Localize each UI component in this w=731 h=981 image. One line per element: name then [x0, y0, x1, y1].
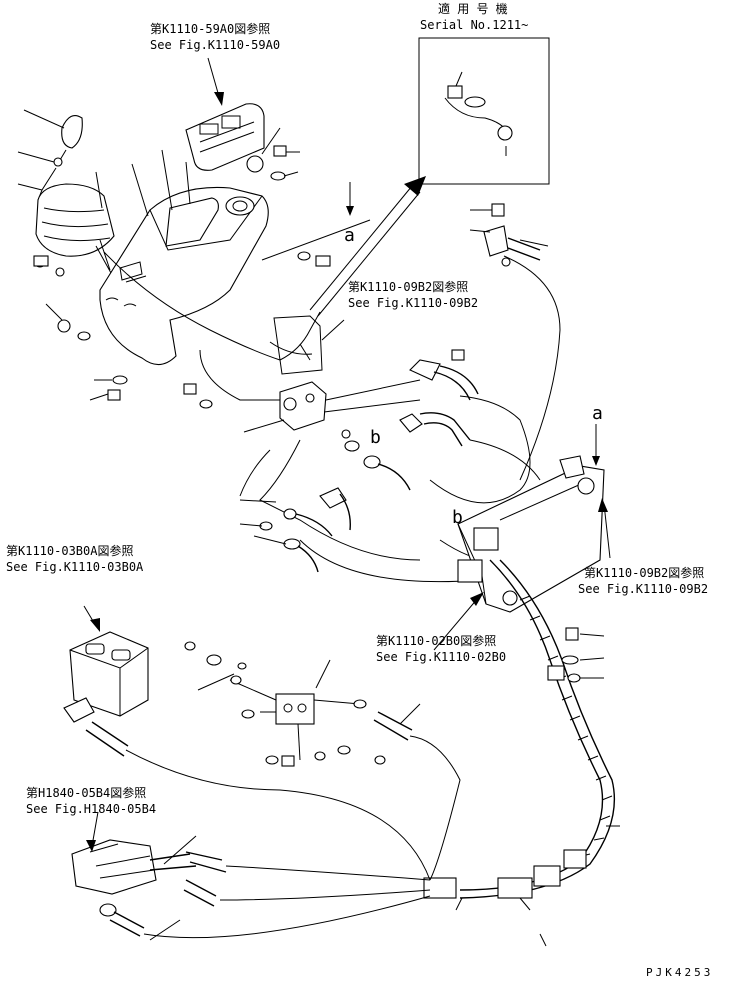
bracket-ref-en: See Fig.K1110-02B0	[376, 650, 507, 664]
harness-right-ref-jp: 第K1110-09B2図参照	[584, 566, 705, 580]
monitor-panel	[185, 103, 287, 181]
middle-fittings	[259, 429, 411, 573]
marker-a-upper: a	[344, 225, 355, 246]
harness-upper-ref-en: See Fig.K1110-09B2	[348, 296, 479, 310]
console-bolts	[297, 251, 331, 267]
harness-upper-ref-jp: 第K1110-09B2図参照	[348, 280, 469, 294]
monitor-ref-jp: 第K1110-59A0図参照	[150, 22, 271, 36]
left-fasteners	[33, 255, 213, 409]
console-housing	[99, 186, 269, 366]
detail-box	[273, 315, 323, 375]
shift-lever	[34, 115, 127, 301]
marker-b-center: b	[370, 427, 381, 448]
monitor-ref-en: See Fig.K1110-59A0	[150, 38, 281, 52]
switch-box-ref-jp: 第K1110-03B0A図参照	[6, 544, 134, 558]
leader-lines	[17, 57, 620, 947]
valve-bank	[71, 839, 431, 939]
inset-bolt-assembly	[444, 71, 513, 156]
center-valve-block	[279, 379, 421, 431]
valve-ref-en: See Fig.H1840-05B4	[26, 802, 157, 816]
mounting-bracket	[457, 455, 605, 613]
serial-ref-en: Serial No.1211~	[420, 18, 529, 32]
marker-b-bracket: b	[452, 507, 463, 528]
detail-arrow	[309, 176, 426, 317]
serial-inset-frame	[418, 37, 550, 185]
harness-right-ref-en: See Fig.K1110-09B2	[578, 582, 709, 596]
switch-box-ref-en: See Fig.K1110-03B0A	[6, 560, 144, 574]
marker-a-right: a	[592, 403, 603, 424]
serial-ref-jp: 適 用 号 機	[438, 2, 508, 16]
switch-box	[63, 631, 431, 881]
console-cable	[103, 251, 321, 361]
drawing-code: PJK4253	[646, 966, 714, 979]
upper-hoses	[399, 349, 479, 447]
bracket-ref-jp: 第K1110-02B0図参照	[376, 634, 497, 648]
upper-right-fitting	[483, 203, 561, 481]
valve-ref-jp: 第H1840-05B4図参照	[26, 786, 147, 800]
junction-block	[184, 641, 461, 881]
right-fasteners	[561, 627, 581, 683]
spiral-harness	[423, 559, 616, 899]
